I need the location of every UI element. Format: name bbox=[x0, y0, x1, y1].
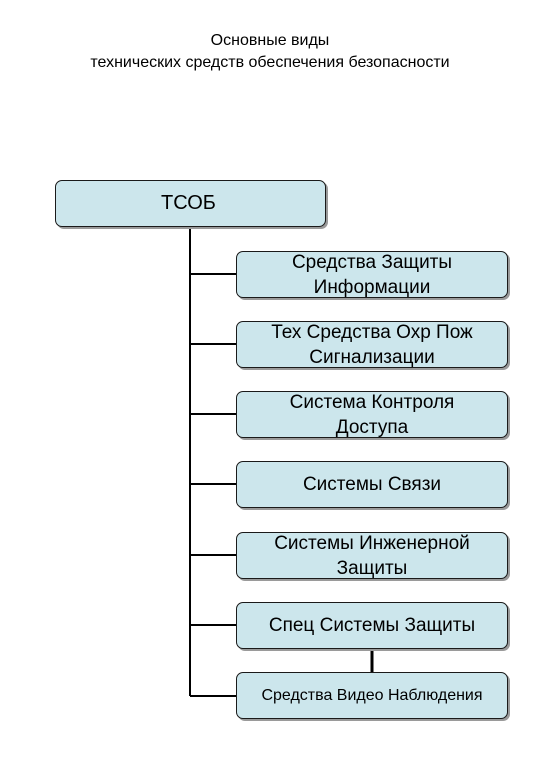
node-access-control: Система Контроля Доступа bbox=[236, 391, 508, 438]
node-information-security: Средства Защиты Информации bbox=[236, 251, 508, 298]
title-line-2: технических средств обеспечения безопасн… bbox=[90, 54, 450, 71]
node-label: Средства Защиты Информации bbox=[291, 251, 453, 298]
root-node-label: ТСОБ bbox=[161, 192, 216, 214]
node-label: Тех Средства Охр Пож Сигнализации bbox=[271, 321, 473, 368]
node-engineering-protection: Системы Инженерной Защиты bbox=[236, 532, 508, 579]
node-special-protection: Спец Системы Защиты bbox=[236, 602, 508, 649]
node-video-surveillance: Средства Видео Наблюдения bbox=[236, 672, 508, 719]
diagram-title: Основные виды технических средств обеспе… bbox=[0, 30, 540, 74]
node-label: Система Контроля Доступа bbox=[289, 391, 455, 438]
node-fire-alarm: Тех Средства Охр Пож Сигнализации bbox=[236, 321, 508, 368]
node-label: Системы Инженерной Защиты bbox=[274, 532, 470, 579]
node-label: Средства Видео Наблюдения bbox=[261, 687, 483, 704]
node-communication: Системы Связи bbox=[236, 461, 508, 508]
root-node: ТСОБ bbox=[55, 180, 326, 227]
node-label: Спец Системы Защиты bbox=[268, 615, 476, 636]
node-label: Системы Связи bbox=[302, 474, 442, 495]
title-line-1: Основные виды bbox=[210, 32, 330, 49]
